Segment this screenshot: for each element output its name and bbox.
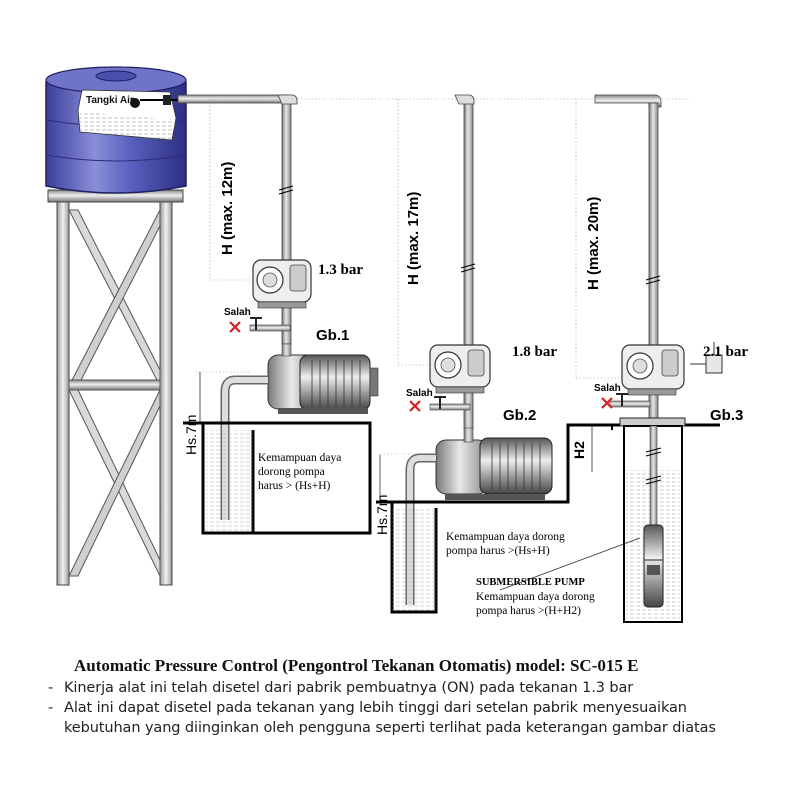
gb2-height-label: H (max. 17m) (405, 192, 422, 285)
system-gb3 (499, 94, 723, 623)
gb3-wrong-label: Salah (594, 383, 621, 394)
gb2-wrong-label: Salah (406, 388, 433, 399)
gb2-note-line-2: pompa harus >(Hs+H) (446, 545, 550, 557)
system-gb2 (376, 94, 720, 614)
water-tower (47, 189, 184, 586)
caption-line-3-text: kebutuhan yang diinginkan oleh pengguna … (64, 720, 716, 736)
caption-line-2: -Alat ini dapat disetel pada tekanan yan… (48, 700, 687, 716)
gb1-pressure-label: 1.3 bar (318, 262, 363, 278)
submersible-pump-icon (643, 524, 664, 608)
gb3-note-line-2: pompa harus >(H+H2) (476, 605, 581, 617)
gb3-figure-label: Gb.3 (710, 407, 743, 424)
pump-installation-diagram: Tangki Air (45, 66, 748, 623)
caption-line-1: -Kinerja alat ini telah disetel dari pab… (48, 680, 634, 696)
pressure-controller-icon (429, 344, 491, 394)
caption-line-3: kebutuhan yang diinginkan oleh pengguna … (48, 720, 716, 736)
pressure-controller-icon (252, 259, 312, 309)
system-gb1 (183, 94, 379, 535)
tank-label: Tangki Air (86, 95, 134, 106)
gb3-pump-type-label: SUBMERSIBLE PUMP (476, 577, 585, 588)
gb1-note-line-1: Kemampuan daya (258, 452, 341, 464)
gb1-note-line-3: harus > (Hs+H) (258, 480, 331, 492)
gb1-figure-label: Gb.1 (316, 327, 349, 344)
gb2-suction-label: Hs.7m (374, 495, 390, 535)
gb1-height-label: H (max. 12m) (219, 162, 236, 255)
gb1-note-line-2: dorong pompa (258, 466, 325, 478)
gb3-height-label: H (max. 20m) (585, 197, 602, 290)
gb2-pressure-label: 1.8 bar (512, 344, 557, 360)
gb2-figure-label: Gb.2 (503, 407, 536, 424)
gb3-note-line-1: Kemampuan daya dorong (476, 591, 595, 603)
caption-title: Automatic Pressure Control (Pengontrol T… (74, 656, 639, 675)
gb3-h2-label: H2 (571, 441, 587, 459)
gb1-suction-label: Hs.7m (183, 415, 199, 455)
gb3-pressure-label: 2.1 bar (703, 344, 748, 360)
gb1-wrong-label: Salah (224, 307, 251, 318)
pressure-controller-icon (621, 344, 685, 396)
water-tank (45, 66, 187, 194)
control-box-icon (690, 342, 723, 374)
caption-line-2-text: Alat ini dapat disetel pada tekanan yang… (64, 700, 687, 716)
gb2-note-line-1: Kemampuan daya dorong (446, 531, 565, 543)
caption-line-1-text: Kinerja alat ini telah disetel dari pabr… (64, 680, 634, 696)
